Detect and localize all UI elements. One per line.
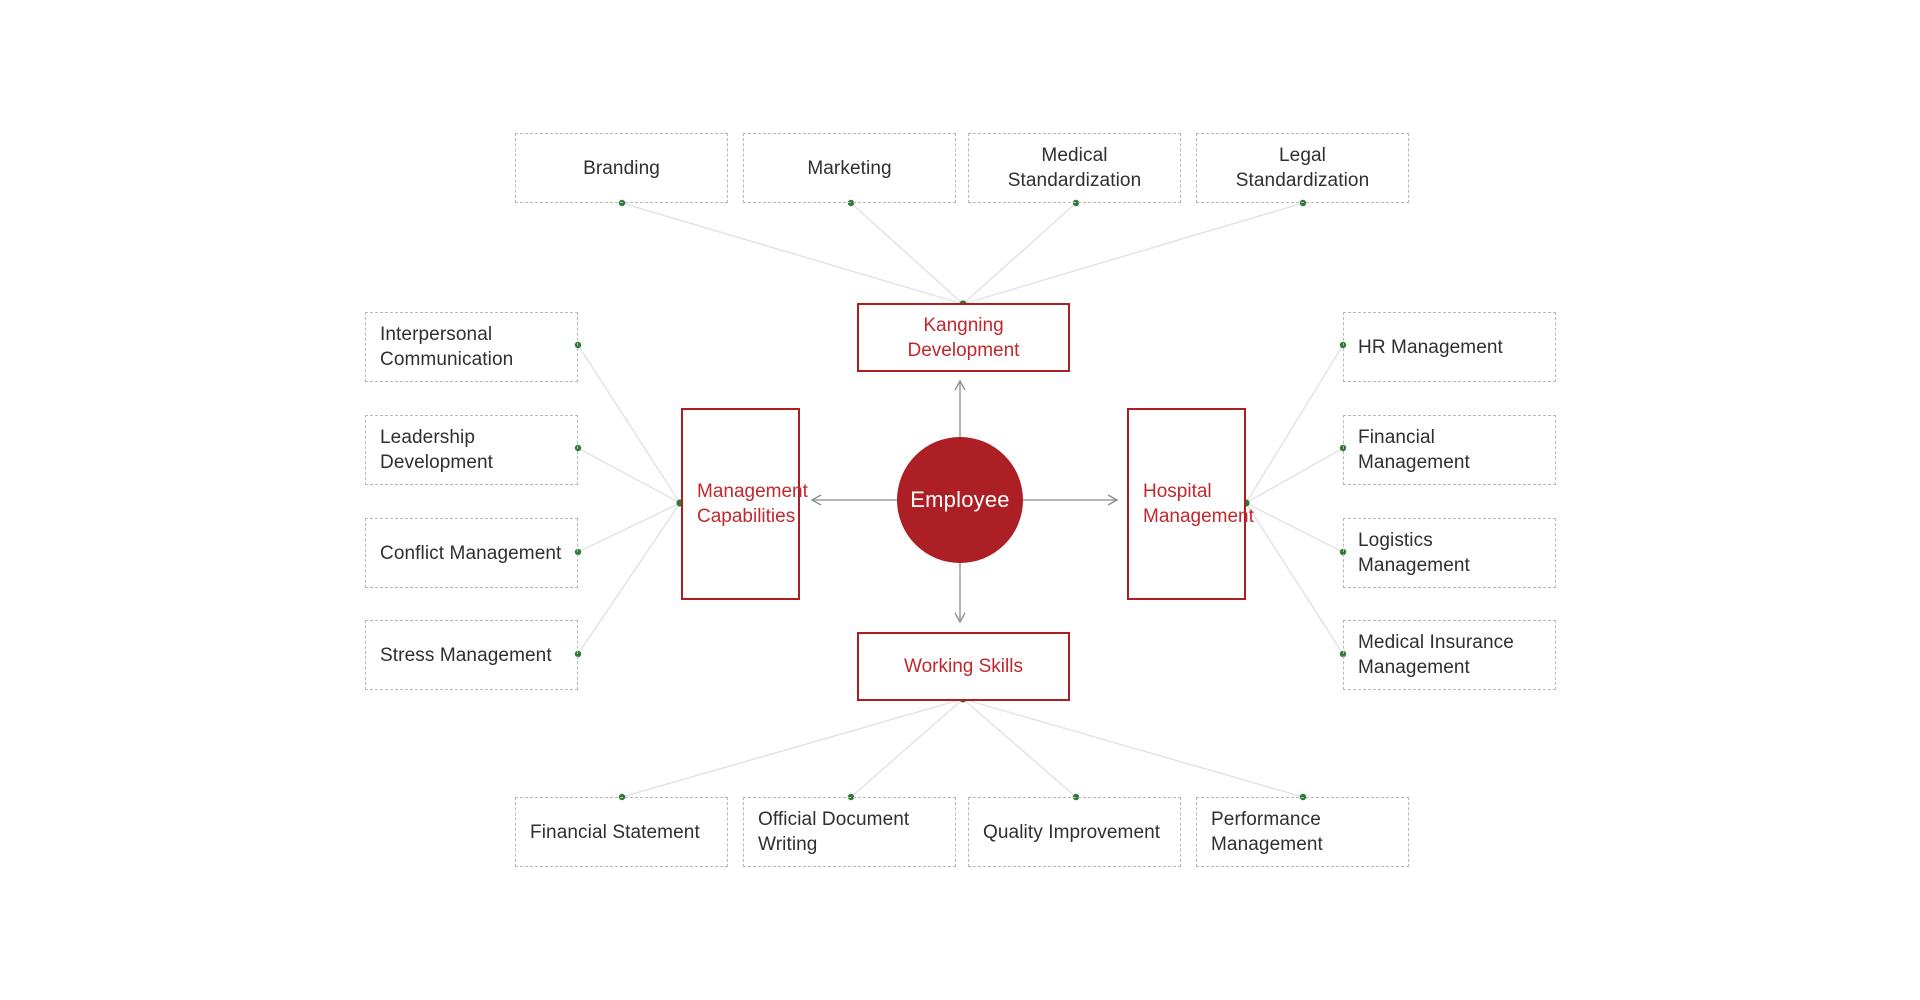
arrow-left-head [810, 494, 822, 506]
leaf-node-stress-management[interactable]: Stress Management [365, 620, 578, 690]
leaf-node-financial-management[interactable]: Financial Management [1343, 415, 1556, 485]
connector-line-logistics-management [1245, 502, 1344, 553]
leaf-node-hr-management[interactable]: HR Management [1343, 312, 1556, 382]
leaf-node-legal-standardization[interactable]: Legal Standardization [1196, 133, 1409, 203]
connector-line-stress-management [577, 502, 681, 655]
connector-line-interpersonal-communication [577, 344, 681, 504]
leaf-node-logistics-management[interactable]: Logistics Management [1343, 518, 1556, 588]
leaf-node-stress-management-label: Stress Management [380, 644, 552, 666]
connector-line-conflict-management [577, 502, 681, 553]
connector-line-marketing [850, 202, 964, 305]
leaf-node-official-document-writing-label: Official Document Writing [758, 809, 910, 855]
leaf-node-conflict-management[interactable]: Conflict Management [365, 518, 578, 588]
leaf-node-hr-management-label: HR Management [1358, 336, 1503, 358]
branch-node-management-capabilities-label: Management Capabilities [697, 481, 808, 527]
leaf-node-medical-insurance-management-label: Medical Insurance Management [1358, 632, 1514, 678]
leaf-node-branding-label: Branding [583, 157, 660, 179]
leaf-node-official-document-writing[interactable]: Official Document Writing [743, 797, 956, 867]
leaf-node-interpersonal-communication-label: Interpersonal Communication [380, 324, 514, 370]
leaf-node-performance-management[interactable]: Performance Management [1196, 797, 1409, 867]
connector-line-legal-standardization [962, 202, 1304, 305]
connector-line-leadership-development [577, 447, 681, 504]
branch-node-working-skills[interactable]: Working Skills [857, 632, 1070, 701]
connector-line-financial-management [1245, 447, 1344, 504]
branch-node-kangning-development-label: Kangning Development [907, 314, 1020, 361]
leaf-node-logistics-management-label: Logistics Management [1358, 530, 1470, 576]
leaf-node-medical-insurance-management[interactable]: Medical Insurance Management [1343, 620, 1556, 690]
leaf-node-marketing-label: Marketing [807, 157, 892, 179]
leaf-node-interpersonal-communication[interactable]: Interpersonal Communication [365, 312, 578, 382]
leaf-node-leadership-development-label: Leadership Development [380, 427, 494, 473]
connector-line-medical-standardization [962, 202, 1077, 305]
leaf-node-medical-standardization-label: Medical Standardization [1007, 145, 1142, 191]
leaf-node-quality-improvement[interactable]: Quality Improvement [968, 797, 1181, 867]
connector-line-official-document-writing [850, 698, 964, 798]
arrow-right-head [1107, 494, 1119, 506]
branch-node-hospital-management-label: Hospital Management [1143, 481, 1254, 527]
leaf-node-conflict-management-label: Conflict Management [380, 542, 562, 564]
connector-line-performance-management [962, 698, 1304, 798]
connector-line-medical-insurance-management [1245, 502, 1344, 655]
leaf-node-performance-management-label: Performance Management [1211, 809, 1323, 855]
connector-line-branding [621, 202, 964, 305]
leaf-node-marketing[interactable]: Marketing [743, 133, 956, 203]
hub-node-employee[interactable]: Employee [897, 437, 1023, 563]
arrow-down-head [954, 612, 966, 624]
branch-node-management-capabilities[interactable]: Management Capabilities [681, 408, 808, 600]
leaf-node-quality-improvement-label: Quality Improvement [983, 821, 1161, 843]
leaf-node-financial-management-label: Financial Management [1358, 427, 1470, 473]
branch-node-hospital-management[interactable]: Hospital Management [1127, 408, 1254, 600]
hub-node-label: Employee [910, 487, 1010, 512]
leaf-node-legal-standardization-label: Legal Standardization [1235, 145, 1370, 191]
leaf-node-financial-statement-label: Financial Statement [530, 821, 700, 843]
connector-line-quality-improvement [962, 698, 1077, 798]
branch-node-working-skills-label: Working Skills [904, 656, 1023, 677]
connector-line-financial-statement [621, 698, 964, 798]
arrow-up-head [954, 379, 966, 391]
leaf-node-financial-statement[interactable]: Financial Statement [515, 797, 728, 867]
connector-line-hr-management [1245, 344, 1344, 504]
branch-node-kangning-development[interactable]: Kangning Development [857, 303, 1070, 372]
leaf-node-medical-standardization[interactable]: Medical Standardization [968, 133, 1181, 203]
leaf-node-leadership-development[interactable]: Leadership Development [365, 415, 578, 485]
leaf-node-branding[interactable]: Branding [515, 133, 728, 203]
